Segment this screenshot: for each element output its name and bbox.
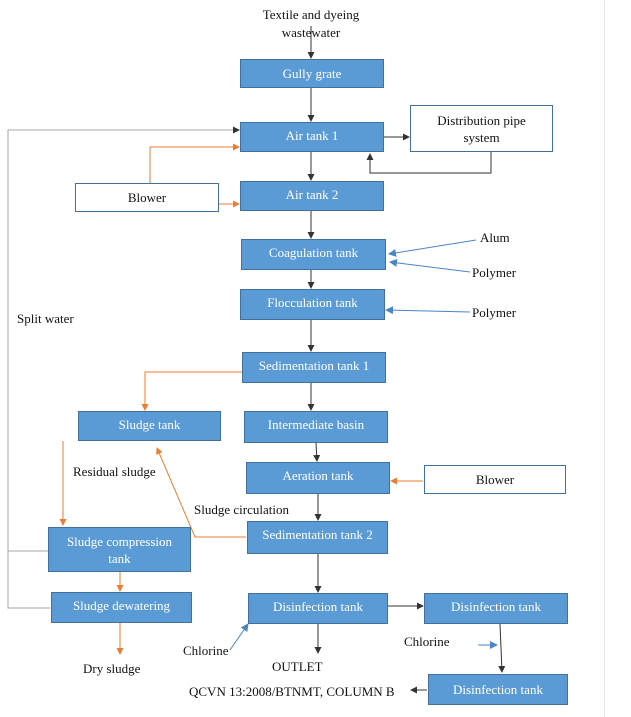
sedimentation-tank-2-box[interactable]: Sedimentation tank 2: [247, 521, 388, 554]
aeration-tank-box[interactable]: Aeration tank: [246, 462, 390, 494]
air-tank-1-box[interactable]: Air tank 1: [240, 122, 384, 152]
residual-sludge-label: Residual sludge: [73, 464, 156, 479]
sludge-sed1-to-sludge-tank: [141, 371, 242, 411]
sludge-compression-tank-box[interactable]: Sludge compression tank: [48, 527, 191, 572]
page-edge-divider: [604, 0, 605, 717]
disinfection-tank-2-box[interactable]: Disinfection tank: [424, 593, 568, 624]
sludge-dewatering-box[interactable]: Sludge dewatering: [51, 592, 192, 623]
gully-grate-box[interactable]: Gully grate: [240, 59, 384, 88]
dosing-polymer-coag: [389, 258, 471, 273]
flocculation-tank-box[interactable]: Flocculation tank: [240, 289, 385, 320]
distribution-pipe-box[interactable]: Distribution pipe system: [410, 105, 553, 152]
flow-intermediate-to-aeration: [313, 442, 321, 462]
blower-1-box[interactable]: Blower: [75, 183, 219, 212]
dosing-chlorine-1: [229, 623, 249, 651]
split-water-dewatering: [7, 551, 50, 609]
sludge-circulation-line: [156, 447, 246, 538]
dry-sludge-label: Dry sludge: [83, 661, 141, 676]
blower-2-box[interactable]: Blower: [424, 465, 566, 494]
standard-label: QCVN 13:2008/BTNMT, COLUMN B: [189, 684, 395, 699]
sedimentation-tank-1-box[interactable]: Sedimentation tank 1: [242, 352, 386, 383]
flow-disinfection2-to-3: [498, 623, 506, 673]
polymer-label-2: Polymer: [472, 305, 517, 320]
chlorine-label-1: Chlorine: [183, 643, 229, 658]
chlorine-label-2: Chlorine: [404, 634, 450, 649]
outlet-label: OUTLET: [272, 659, 323, 674]
sludge-circulation-label: Sludge circulation: [194, 502, 289, 517]
coagulation-tank-box[interactable]: Coagulation tank: [241, 239, 386, 270]
split-water-label: Split water: [17, 311, 74, 326]
dosing-alum: [388, 239, 477, 257]
alum-label: Alum: [480, 230, 510, 245]
disinfection-tank-3-box[interactable]: Disinfection tank: [428, 674, 568, 705]
sludge-tank-box[interactable]: Sludge tank: [78, 411, 221, 441]
disinfection-tank-1-box[interactable]: Disinfection tank: [248, 593, 388, 624]
polymer-label-1: Polymer: [472, 265, 517, 280]
intermediate-basin-box[interactable]: Intermediate basin: [244, 411, 388, 443]
dosing-polymer-floc: [385, 306, 471, 315]
air-tank-2-box[interactable]: Air tank 2: [240, 181, 384, 211]
air-blower-to-air1: [149, 143, 240, 183]
split-water-return: [7, 126, 240, 552]
input-label: Textile and dyeing wastewater: [262, 7, 360, 40]
flow-distribution-return: [366, 152, 492, 174]
